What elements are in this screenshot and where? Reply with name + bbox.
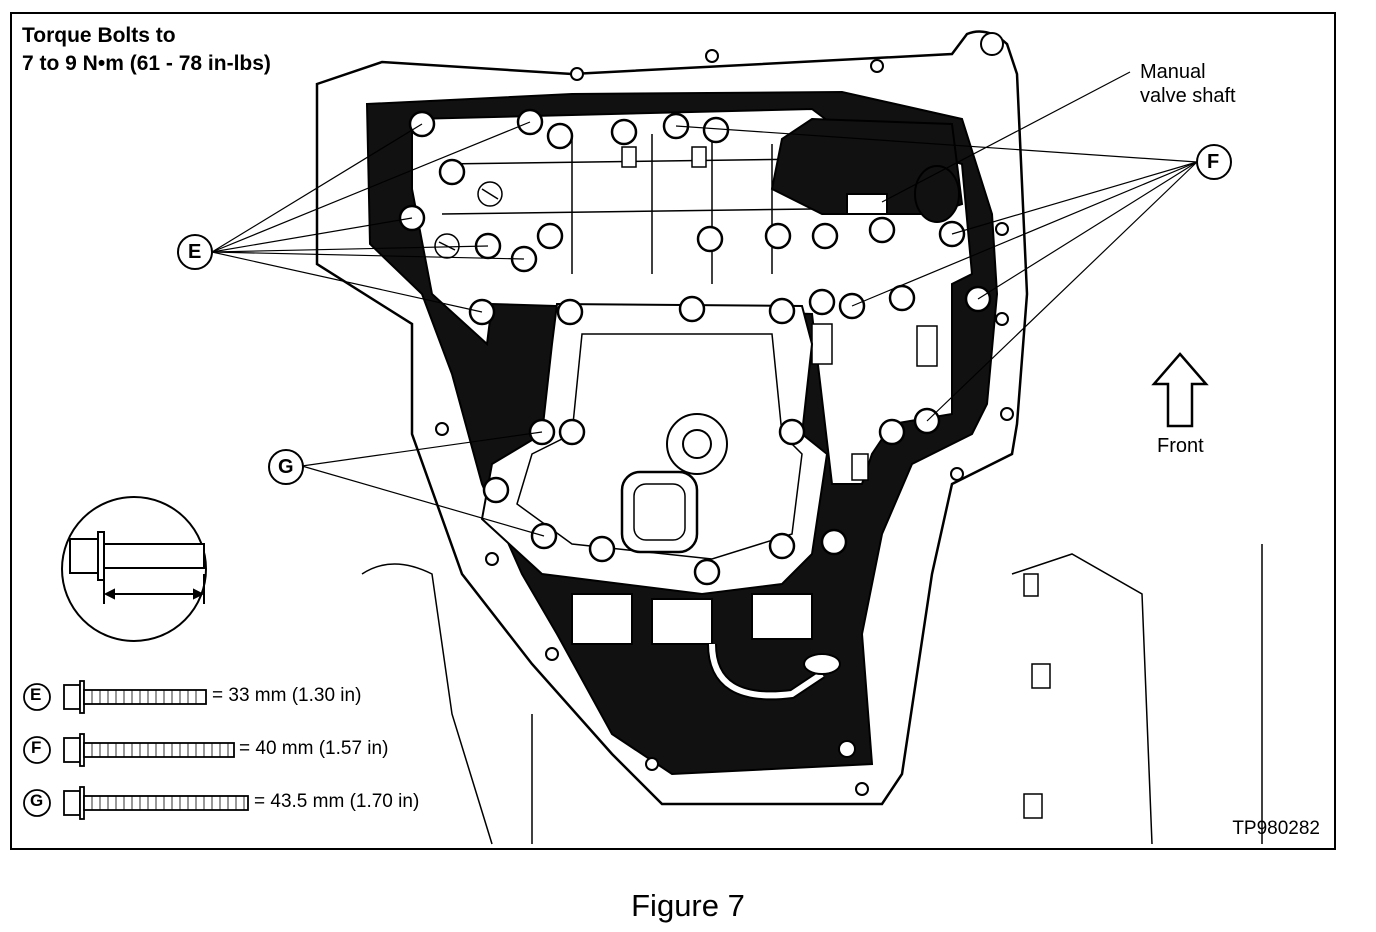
figure-id: TP980282 xyxy=(1232,818,1320,839)
manual-valve-leader xyxy=(881,71,1131,203)
legend-g-length: = 43.5 mm (1.70 in) xyxy=(254,791,420,812)
torque-title: Torque Bolts to 7 to 9 N•m (61 - 78 in-l… xyxy=(22,22,271,78)
leader-lines-e xyxy=(211,121,531,313)
bolt-detail-icon xyxy=(61,496,207,642)
callout-g-label: G xyxy=(278,456,294,478)
leader-lines-g xyxy=(301,431,545,537)
legend-g-letter: G xyxy=(30,791,44,810)
pan-drain-bolt xyxy=(838,740,856,758)
flange-bolt-holes xyxy=(435,32,1014,796)
legend-bolt-e xyxy=(23,680,207,714)
manual-valve-line2: valve shaft xyxy=(1140,85,1236,107)
front-arrow-icon xyxy=(1151,352,1209,428)
drain-plug xyxy=(803,653,841,675)
torque-title-line2: 7 to 9 N•m (61 - 78 in-lbs) xyxy=(22,52,271,75)
callout-f xyxy=(1196,144,1232,180)
leader-lines-f xyxy=(675,125,1198,422)
callout-f-label: F xyxy=(1207,151,1220,173)
legend-bolt-g xyxy=(23,786,249,820)
legend-e-length: = 33 mm (1.30 in) xyxy=(212,685,362,706)
manual-valve-lever xyxy=(846,193,888,215)
legend-bolt-f xyxy=(23,733,235,767)
manual-valve-shaft-label: Manual valve shaft xyxy=(1140,60,1236,108)
manual-valve-shaft xyxy=(914,165,960,223)
valve-body-bolts xyxy=(398,108,992,586)
callout-e xyxy=(177,234,213,270)
legend-e-letter: E xyxy=(30,685,42,704)
torque-title-line1: Torque Bolts to xyxy=(22,24,176,47)
manual-valve-line1: Manual xyxy=(1140,61,1206,83)
callout-g xyxy=(268,449,304,485)
figure-caption: Figure 7 xyxy=(631,888,745,923)
valve-body-channels xyxy=(434,134,938,481)
diagram-frame: Torque Bolts to 7 to 9 N•m (61 - 78 in-l… xyxy=(10,12,1336,850)
solenoid-blocks xyxy=(571,593,813,645)
callout-e-label: E xyxy=(188,241,202,263)
legend-f-letter: F xyxy=(31,738,42,757)
legend-f-length: = 40 mm (1.57 in) xyxy=(239,738,389,759)
transmission-case xyxy=(361,544,1263,845)
front-label: Front xyxy=(1157,435,1204,457)
valve-body-diagram xyxy=(23,30,1263,845)
